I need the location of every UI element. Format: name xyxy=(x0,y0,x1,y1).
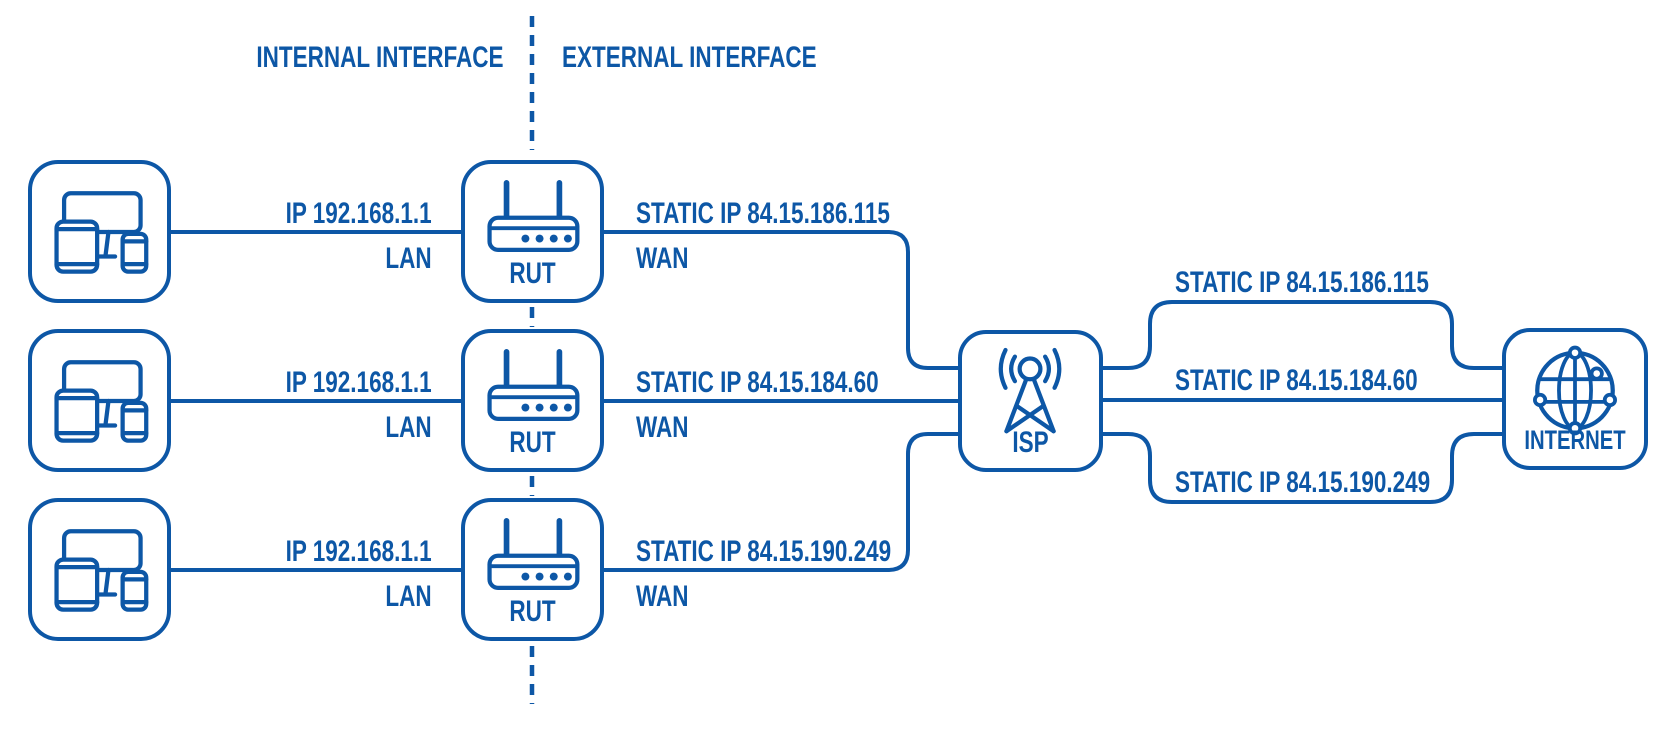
lan-ip-label-row1: IP 192.168.1.1 xyxy=(286,197,432,230)
globe-network-icon xyxy=(1533,345,1617,436)
wan-link-row1 xyxy=(604,230,958,370)
internet-label: INTERNET xyxy=(1524,425,1626,455)
wan-port-label-row2: WAN xyxy=(636,411,689,444)
client-devices-node-row1 xyxy=(28,160,171,303)
router-node-row3: RUT xyxy=(461,498,604,641)
router-label: RUT xyxy=(509,257,556,290)
wan-ip-label-row2: STATIC IP 84.15.184.60 xyxy=(636,366,879,399)
cell-tower-icon xyxy=(998,347,1062,434)
isp-link-ip-label-2: STATIC IP 84.15.184.60 xyxy=(1175,364,1418,397)
wan-ip-label-row1: STATIC IP 84.15.186.115 xyxy=(636,197,890,230)
internet-node: INTERNET xyxy=(1502,328,1648,470)
wan-link-row3 xyxy=(604,432,958,572)
isp-label: ISP xyxy=(1012,426,1049,459)
lan-ip-label-row3: IP 192.168.1.1 xyxy=(286,535,432,568)
devices-icon xyxy=(54,360,149,443)
client-devices-node-row2 xyxy=(28,329,171,472)
router-icon xyxy=(487,349,580,422)
wan-port-label-row1: WAN xyxy=(636,242,689,275)
lan-port-label-row2: LAN xyxy=(385,411,432,444)
router-icon xyxy=(487,518,580,591)
devices-icon xyxy=(54,191,149,274)
lan-ip-label-row2: IP 192.168.1.1 xyxy=(286,366,432,399)
isp-internet-link-3 xyxy=(1103,432,1502,504)
lan-port-label-row1: LAN xyxy=(385,242,432,275)
router-label: RUT xyxy=(509,595,556,628)
router-icon xyxy=(487,180,580,253)
isp-internet-link-1 xyxy=(1103,300,1502,370)
external-interface-heading: EXTERNAL INTERFACE xyxy=(562,41,817,74)
lan-port-label-row3: LAN xyxy=(385,580,432,613)
router-node-row1: RUT xyxy=(461,160,604,303)
wan-ip-label-row3: STATIC IP 84.15.190.249 xyxy=(636,535,892,568)
isp-link-ip-label-1: STATIC IP 84.15.186.115 xyxy=(1175,266,1429,299)
wan-port-label-row3: WAN xyxy=(636,580,689,613)
internal-interface-heading: INTERNAL INTERFACE xyxy=(255,41,503,74)
client-devices-node-row3 xyxy=(28,498,171,641)
router-node-row2: RUT xyxy=(461,329,604,472)
isp-link-ip-label-3: STATIC IP 84.15.190.249 xyxy=(1175,466,1431,499)
router-label: RUT xyxy=(509,426,556,459)
devices-icon xyxy=(54,529,149,612)
isp-node: ISP xyxy=(958,330,1103,472)
